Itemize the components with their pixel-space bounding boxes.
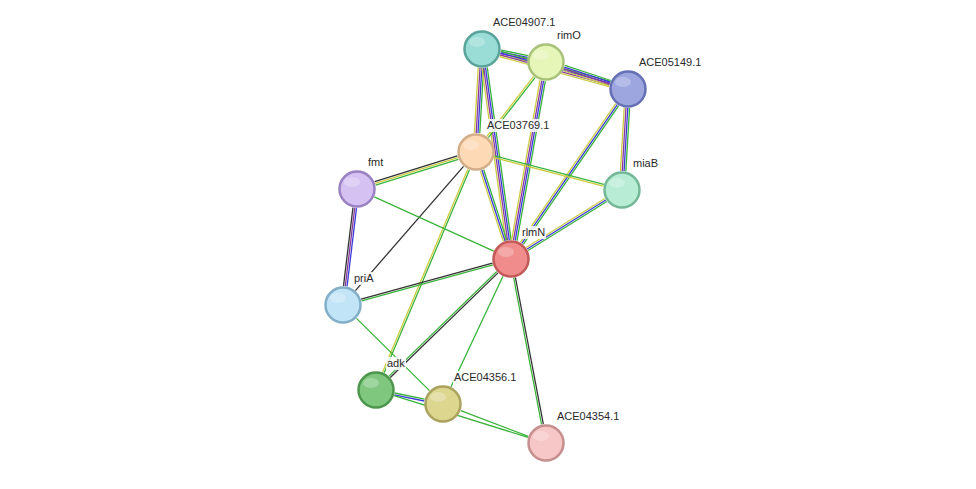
node-highlight — [533, 431, 549, 441]
node-circle — [457, 133, 495, 171]
protein-node: rlmN — [492, 240, 530, 278]
evidence-line — [375, 156, 458, 182]
protein-label: ACE03769.1 — [486, 119, 550, 132]
node-circle — [424, 385, 462, 423]
node-disc — [326, 288, 361, 323]
interaction-edge — [514, 277, 544, 424]
evidence-line — [474, 68, 478, 133]
protein-label: miaB — [632, 157, 659, 170]
node-disc — [611, 72, 646, 107]
node-disc — [605, 173, 640, 208]
protein-label: adk — [386, 357, 406, 370]
evidence-line — [512, 80, 540, 240]
protein-node: ACE05149.1 — [609, 70, 647, 108]
node-disc — [459, 135, 494, 170]
evidence-line — [375, 158, 458, 184]
evidence-line — [515, 81, 543, 241]
evidence-line — [362, 265, 493, 301]
protein-node: rimO — [527, 43, 565, 81]
node-circle — [527, 424, 565, 462]
evidence-line — [357, 318, 430, 390]
evidence-line — [514, 278, 542, 425]
evidence-line — [564, 69, 610, 84]
node-circle — [603, 171, 641, 209]
protein-label: priA — [353, 272, 375, 285]
protein-node: priA — [324, 286, 362, 324]
node-circle — [324, 286, 362, 324]
protein-node: fmt — [338, 170, 376, 208]
protein-node: miaB — [603, 171, 641, 209]
node-highlight — [533, 50, 549, 60]
evidence-line — [563, 71, 609, 86]
protein-label: fmt — [367, 156, 384, 169]
interaction-edge — [526, 199, 607, 251]
evidence-line — [515, 277, 543, 424]
node-disc — [494, 242, 529, 277]
protein-node: ACE03769.1 — [457, 133, 495, 171]
protein-label: rimO — [556, 29, 582, 42]
interaction-edge — [474, 68, 483, 133]
protein-label: ACE04354.1 — [556, 410, 620, 423]
node-circle — [463, 30, 501, 68]
protein-node: adk — [357, 371, 395, 409]
evidence-line — [376, 159, 459, 185]
node-disc — [426, 387, 461, 422]
evidence-line — [374, 197, 493, 251]
interaction-edge — [461, 411, 528, 437]
node-circle — [357, 371, 395, 409]
node-disc — [340, 172, 375, 207]
interaction-edge — [357, 318, 430, 390]
node-circle — [338, 170, 376, 208]
protein-label: ACE04356.1 — [453, 371, 517, 384]
interaction-edge — [375, 156, 459, 185]
evidence-line — [482, 170, 505, 241]
evidence-line — [390, 273, 498, 378]
evidence-line — [620, 108, 624, 171]
interaction-edge — [374, 197, 493, 251]
node-highlight — [498, 247, 514, 257]
protein-label: ACE05149.1 — [638, 56, 702, 69]
evidence-line — [527, 200, 606, 249]
node-circle — [609, 70, 647, 108]
interaction-edge — [563, 65, 611, 85]
interaction-edge — [480, 169, 507, 241]
node-highlight — [330, 293, 346, 303]
evidence-line — [564, 67, 610, 82]
evidence-line — [494, 158, 603, 186]
evidence-line — [361, 263, 492, 299]
node-highlight — [430, 392, 446, 402]
protein-label: rlmN — [521, 226, 546, 239]
evidence-line — [495, 156, 604, 184]
evidence-line — [526, 199, 605, 248]
protein-label: ACE04907.1 — [492, 16, 556, 29]
evidence-line — [517, 81, 545, 241]
interaction-edge — [620, 108, 629, 171]
evidence-line — [343, 208, 352, 286]
node-highlight — [469, 37, 485, 47]
node-disc — [529, 45, 564, 80]
node-circle — [527, 43, 565, 81]
node-disc — [359, 373, 394, 408]
node-highlight — [615, 77, 631, 87]
protein-node: ACE04354.1 — [527, 424, 565, 462]
evidence-line — [484, 169, 507, 240]
evidence-line — [461, 411, 528, 437]
node-circle — [492, 240, 530, 278]
node-highlight — [609, 178, 625, 188]
protein-node: ACE04907.1 — [463, 30, 501, 68]
protein-node: ACE04356.1 — [424, 385, 462, 423]
evidence-line — [480, 171, 503, 242]
node-highlight — [344, 177, 360, 187]
node-highlight — [363, 378, 379, 388]
node-disc — [465, 32, 500, 67]
node-highlight — [463, 140, 479, 150]
node-disc — [529, 426, 564, 461]
interaction-edge — [494, 156, 604, 186]
